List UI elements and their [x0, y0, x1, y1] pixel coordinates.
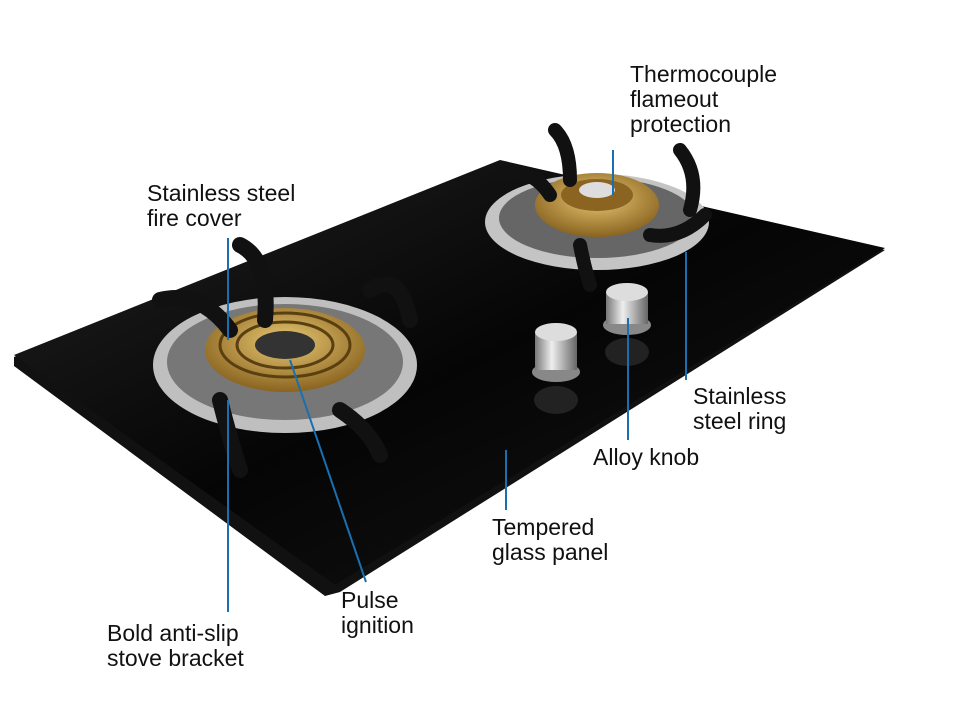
label-steel-ring: Stainless steel ring — [693, 384, 786, 434]
label-line: Tempered — [492, 514, 595, 540]
label-line: flameout — [630, 86, 719, 112]
right-burner — [485, 123, 712, 292]
left-burner — [152, 237, 418, 478]
label-line: Thermocouple — [630, 61, 778, 87]
label-line: protection — [630, 111, 732, 137]
label-fire-cover: Stainless steel fire cover — [147, 181, 295, 231]
label-line: ignition — [341, 612, 414, 638]
label-stove-bracket: Bold anti-slip stove bracket — [107, 621, 244, 671]
label-line: Bold anti-slip — [107, 620, 239, 646]
label-line: Alloy knob — [593, 444, 700, 470]
label-thermocouple: Thermocouple flameout protection — [630, 62, 777, 137]
leader-lines — [227, 150, 687, 612]
label-line: steel ring — [693, 408, 787, 434]
label-line: Stainless steel — [147, 180, 296, 206]
label-line: glass panel — [492, 539, 609, 565]
label-line: stove bracket — [107, 645, 244, 671]
label-alloy-knob: Alloy knob — [593, 445, 699, 470]
label-glass-panel: Tempered glass panel — [492, 515, 608, 565]
label-line: Stainless — [693, 383, 787, 409]
label-line: fire cover — [147, 205, 242, 231]
label-line: Pulse — [341, 587, 399, 613]
label-pulse-ignition: Pulse ignition — [341, 588, 414, 638]
